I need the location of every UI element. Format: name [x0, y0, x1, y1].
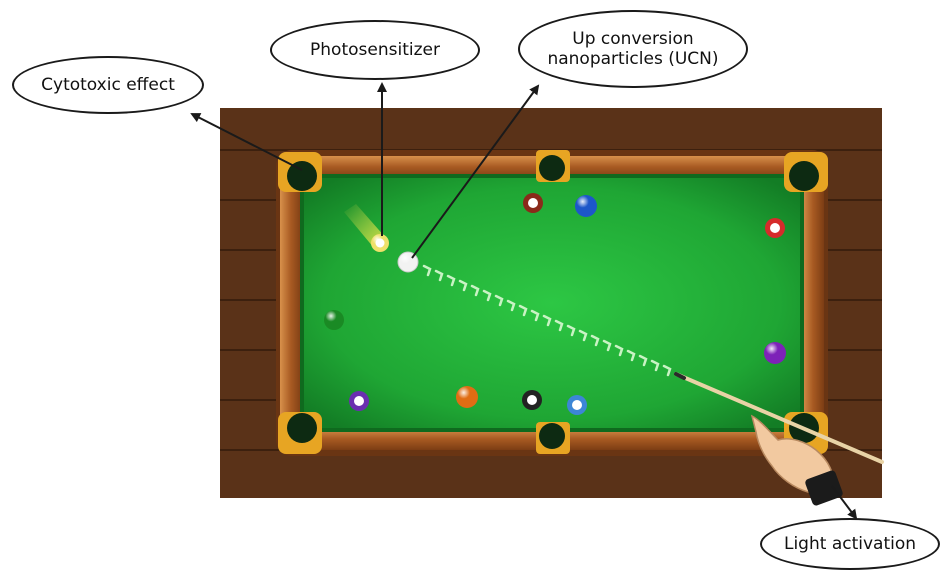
ball-purple — [764, 342, 786, 364]
photosensitizer-ball — [371, 234, 389, 252]
pocket-top-left — [278, 152, 322, 192]
ball-maroon — [523, 193, 543, 213]
pocket-top-right — [784, 152, 828, 192]
arrow-cytotoxic — [190, 113, 303, 171]
callout-ucn-line2: nanoparticles (UCN) — [547, 49, 719, 69]
pocket-bottom-middle — [536, 422, 570, 454]
callout-ucn: Up conversion nanoparticles (UCN) — [518, 10, 748, 88]
callout-arrows — [190, 82, 858, 520]
ball-red — [765, 218, 785, 238]
callout-photosensitizer: Photosensitizer — [270, 20, 480, 80]
callout-light-text: Light activation — [783, 533, 917, 554]
pocket-top-middle — [536, 150, 570, 182]
hand-icon — [750, 414, 843, 506]
callout-cytotoxic-effect: Cytotoxic effect — [12, 56, 204, 114]
ball-black-stripe — [522, 390, 542, 410]
ball-purple-stripe — [349, 391, 369, 411]
pockets — [278, 150, 828, 454]
ball-light-blue-stripe — [567, 395, 587, 415]
arrow-light — [831, 485, 858, 520]
callout-photosensitizer-text: Photosensitizer — [310, 39, 440, 60]
cue-stick — [674, 372, 884, 464]
arrow-ucn — [411, 84, 540, 259]
ball-orange — [456, 386, 478, 408]
callout-light-activation: Light activation — [760, 518, 940, 570]
pocket-bottom-left — [278, 412, 322, 454]
callout-cytotoxic-text: Cytotoxic effect — [41, 74, 175, 95]
balls — [324, 193, 786, 415]
aim-chevrons — [422, 264, 672, 377]
callout-ucn-line1: Up conversion — [572, 28, 694, 49]
ball-blue — [575, 195, 597, 217]
felt-surface — [302, 176, 802, 430]
ball-green — [324, 310, 344, 330]
